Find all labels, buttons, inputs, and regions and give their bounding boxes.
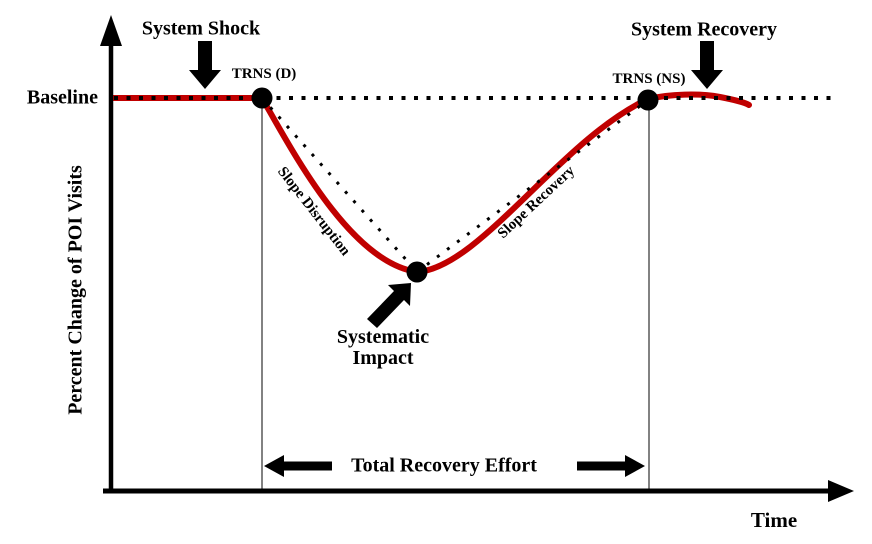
x-axis-arrowhead-icon xyxy=(828,480,854,502)
slope-recovery-dotted-line xyxy=(416,98,649,274)
system-recovery-label: System Recovery xyxy=(630,18,778,41)
systematic-impact-arrow-icon xyxy=(367,283,411,328)
trns-ns-label: TRNS (NS) xyxy=(612,71,686,88)
x-axis-label: Time xyxy=(750,507,798,532)
system-shock-down-arrow-icon xyxy=(189,41,221,89)
recovery-effort-left-arrow-icon xyxy=(264,455,332,477)
y-axis-label: Percent Change of POI Visits xyxy=(64,165,87,415)
systematic-impact-label-line1: Systematic xyxy=(336,326,430,348)
point-trns-ns xyxy=(637,89,659,111)
point-systematic-impact xyxy=(406,261,428,283)
systematic-impact-label-line2: Impact xyxy=(352,347,414,369)
system-shock-label: System Shock xyxy=(141,17,261,40)
recovery-effort-right-arrow-icon xyxy=(577,455,645,477)
baseline-label: Baseline xyxy=(26,86,98,109)
trns-d-label: TRNS (D) xyxy=(231,66,297,83)
total-recovery-effort-label: Total Recovery Effort xyxy=(351,454,537,477)
y-axis-arrowhead-icon xyxy=(100,15,122,46)
system-recovery-down-arrow-icon xyxy=(691,41,723,89)
point-trns-d xyxy=(251,87,273,109)
systematic-impact-label: Systematic Impact xyxy=(337,327,429,369)
slope-disruption-dotted-line xyxy=(260,97,419,273)
resilience-curve xyxy=(109,91,752,276)
